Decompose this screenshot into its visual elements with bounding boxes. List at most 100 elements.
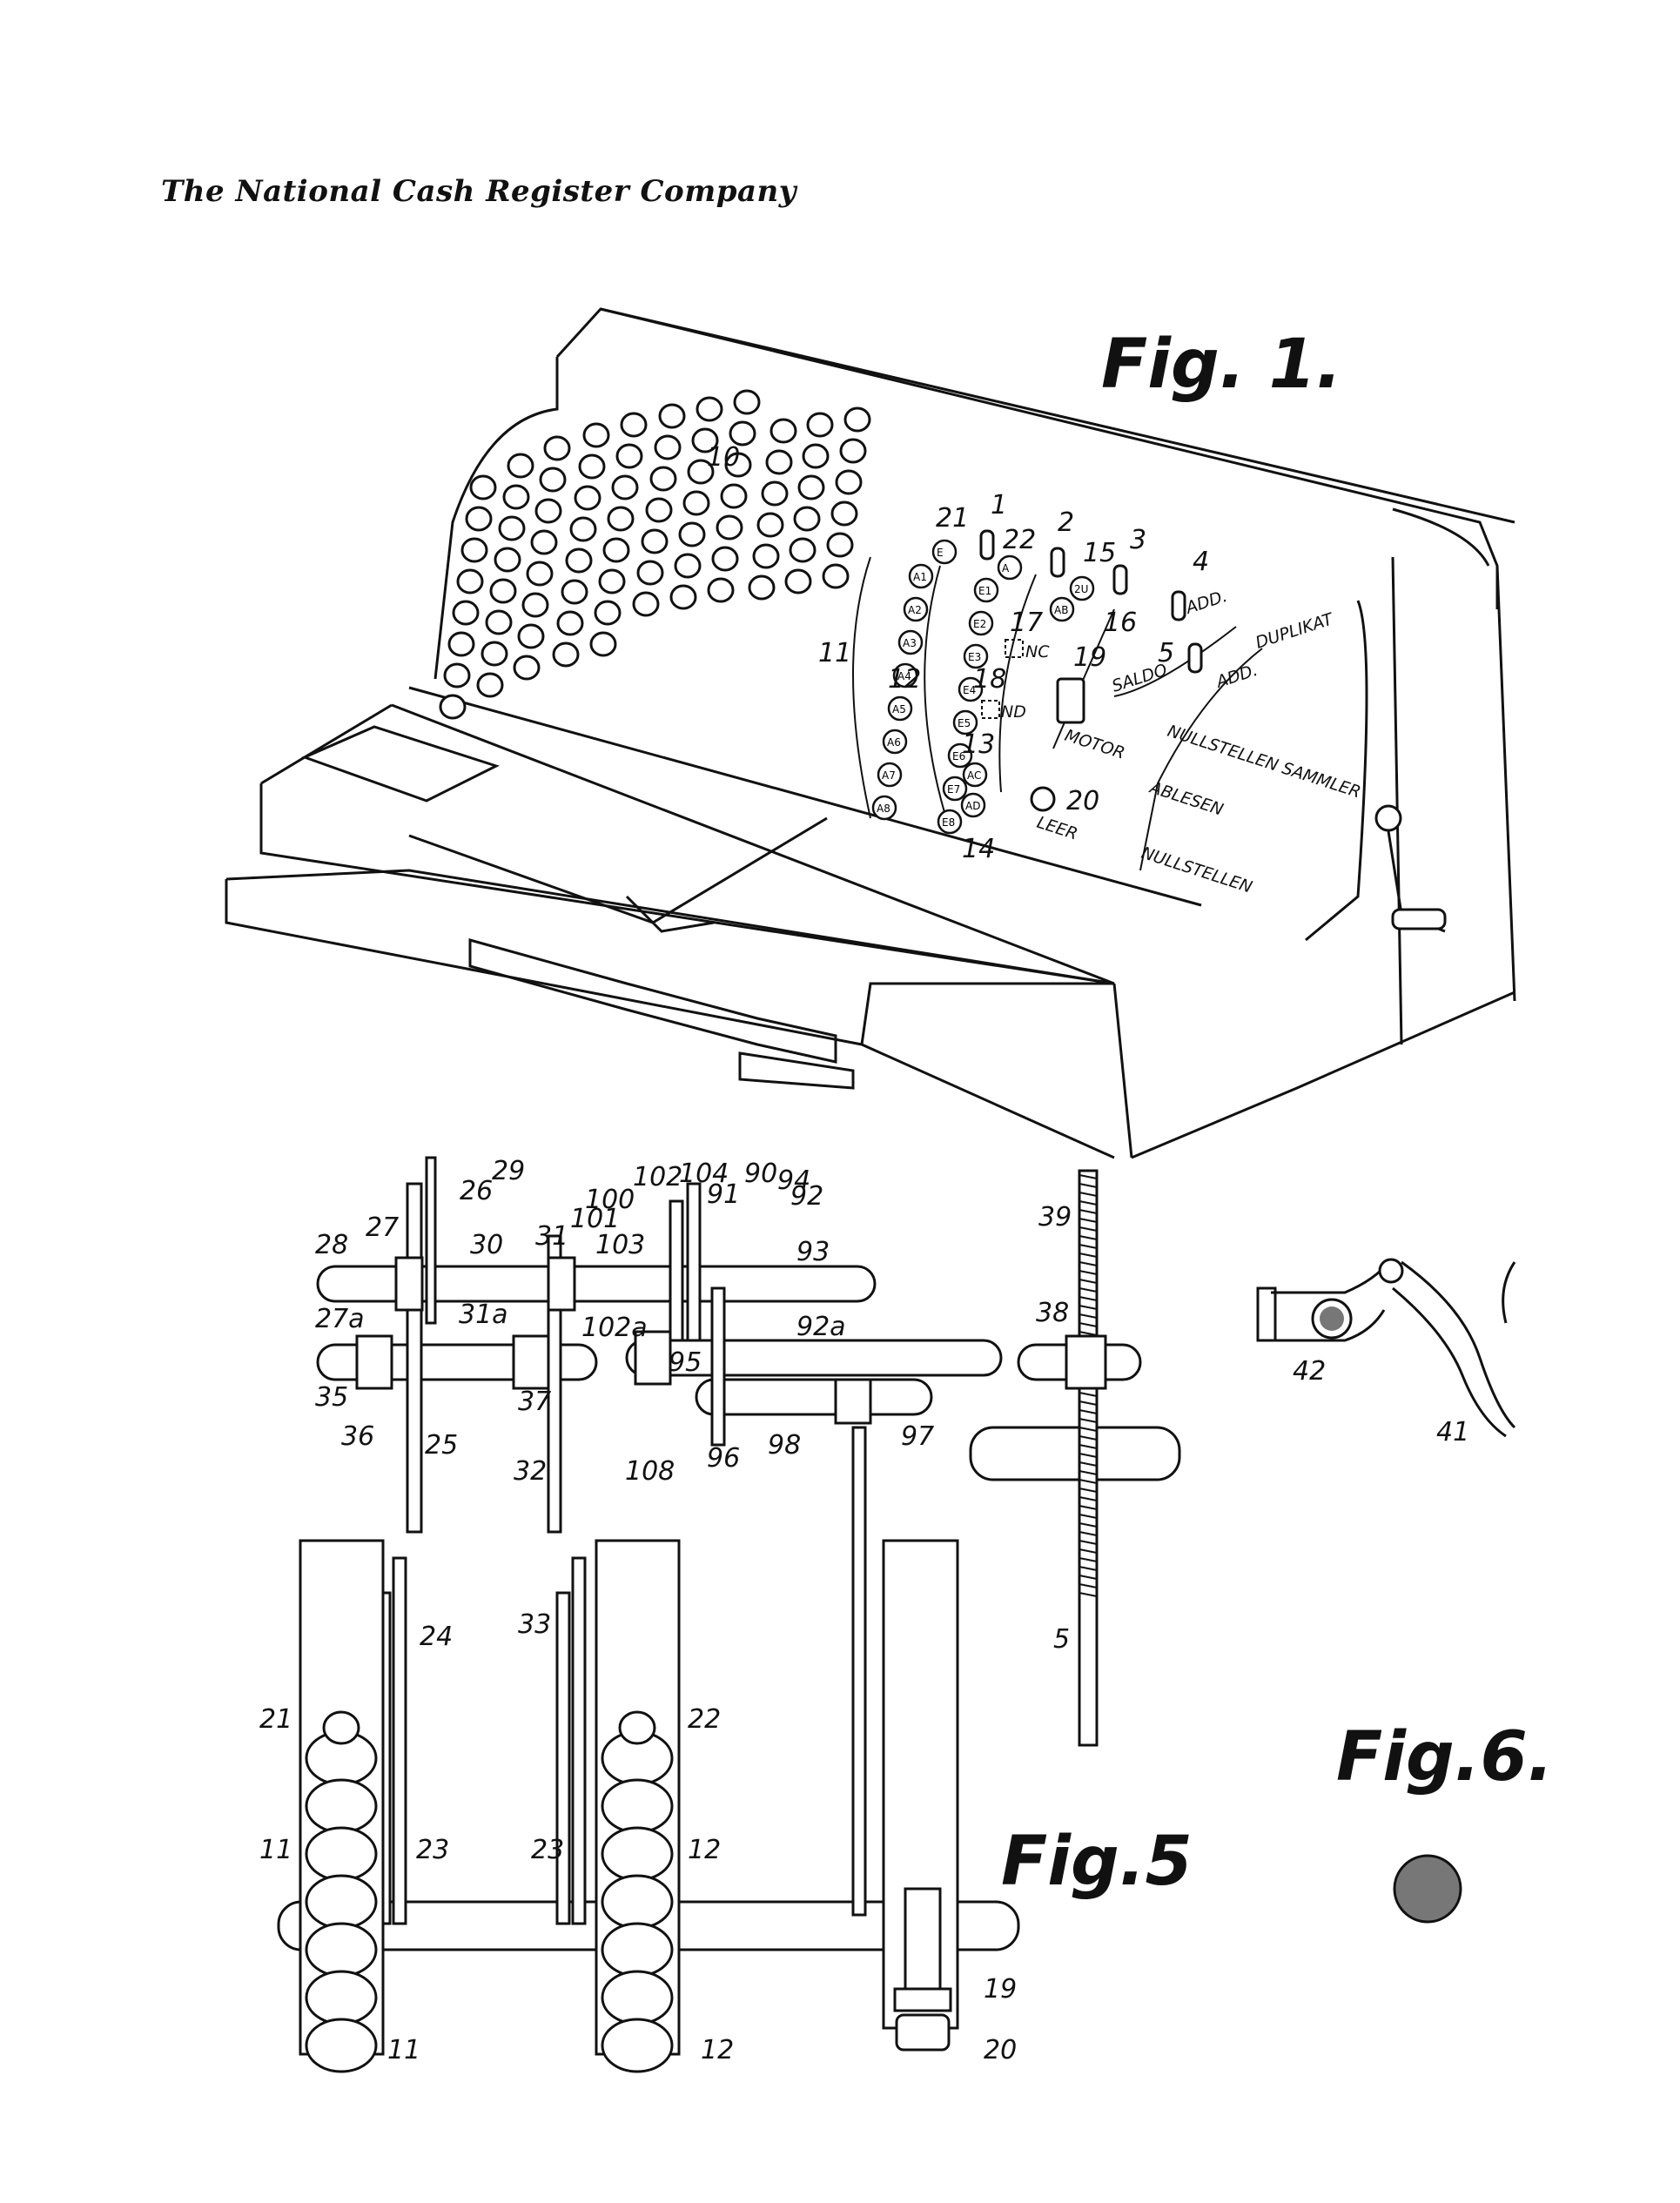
fig1-crank-handle: [1374, 804, 1447, 933]
ref-numeral: 98: [768, 1430, 801, 1461]
amount-key: [598, 568, 626, 594]
amount-key: [502, 484, 530, 510]
ref-numeral: 20: [1066, 786, 1099, 816]
label-motor: MOTOR: [1062, 726, 1126, 763]
fig6-title: Fig.6.: [1336, 1718, 1553, 1797]
amount-key: [636, 560, 664, 586]
ref-numeral: 19: [1073, 642, 1106, 673]
function-key-label: A: [1002, 562, 1010, 574]
ref-numeral: 36: [341, 1421, 374, 1452]
amount-key: [802, 443, 830, 469]
ref-numeral: 1: [991, 490, 1007, 521]
amount-key: [826, 532, 854, 558]
label-add-lower: ADD.: [1213, 661, 1260, 692]
ref-numeral: 23: [416, 1835, 449, 1865]
ref-numeral: 41: [1436, 1417, 1469, 1447]
ref-numeral: 102a: [581, 1313, 648, 1343]
ref-numeral: 24: [420, 1622, 453, 1652]
ref-numeral: 10: [707, 442, 740, 473]
wheel-hub: [618, 1710, 656, 1745]
amount-key: [724, 452, 752, 478]
function-key: [968, 610, 994, 636]
label-nullstellen: NULLSTELLEN: [1139, 843, 1254, 897]
amount-key: [589, 631, 617, 657]
amount-key: [654, 434, 682, 460]
ref-numeral: 2: [1058, 507, 1074, 538]
amount-key: [658, 403, 686, 429]
ref-numeral: 91: [707, 1179, 740, 1210]
amount-key: [489, 578, 517, 604]
amount-key: [789, 537, 816, 563]
amount-key: [669, 584, 697, 610]
amount-key: [765, 449, 793, 475]
ref-numeral: 22: [1003, 525, 1036, 555]
function-key-label: E2: [973, 618, 986, 630]
amount-key: [822, 563, 850, 589]
ref-numeral: 15: [1083, 538, 1116, 568]
function-key: [1049, 596, 1075, 622]
ref-numeral: 13: [962, 729, 995, 760]
function-key-label: A4: [897, 670, 911, 682]
amount-key: [843, 406, 871, 433]
number-wheel: [305, 1826, 378, 1882]
function-key: [962, 762, 988, 788]
number-wheel: [601, 1970, 674, 2025]
function-key-label: A2: [908, 604, 922, 616]
amount-key: [476, 672, 504, 698]
function-key: [947, 742, 973, 769]
amount-key: [716, 514, 743, 541]
ref-numeral: 102: [633, 1162, 682, 1192]
function-key: [973, 577, 999, 603]
ref-numeral: 5: [1053, 1624, 1070, 1655]
ref-numeral: 22: [688, 1704, 721, 1735]
amount-key: [645, 497, 673, 523]
function-key-label: E5: [958, 717, 971, 729]
amount-key: [830, 500, 858, 527]
ref-numeral: 11: [259, 1835, 292, 1865]
ref-numeral: 27: [366, 1212, 399, 1243]
number-wheel: [305, 1922, 378, 1978]
motor-key: [1056, 677, 1085, 724]
function-key-label: A8: [877, 803, 890, 815]
amount-key: [469, 474, 497, 500]
ref-numeral: 14: [962, 834, 995, 864]
function-key-label: A5: [892, 703, 906, 715]
amount-key: [480, 641, 508, 667]
ref-numeral: 33: [518, 1609, 551, 1640]
amount-key: [439, 694, 467, 720]
ref-numeral: 21: [259, 1704, 292, 1735]
ref-numeral: 12: [888, 664, 921, 695]
ref-numeral: 16: [1104, 608, 1137, 638]
amount-key: [611, 474, 639, 500]
function-key: [960, 792, 986, 818]
label-duplikat: DUPLIKAT: [1253, 609, 1336, 653]
function-key: [963, 643, 989, 669]
number-wheel: [601, 1922, 674, 1978]
amount-key: [729, 420, 756, 447]
number-wheel: [601, 1826, 674, 1882]
function-key-label: E: [937, 547, 944, 559]
amount-key: [793, 506, 821, 532]
amount-key: [565, 547, 593, 574]
ref-numeral: 25: [425, 1430, 458, 1461]
function-key-label: A7: [882, 769, 896, 782]
ref-numeral: 97: [901, 1421, 934, 1452]
function-key-label: A3: [903, 637, 917, 649]
amount-key: [696, 396, 723, 422]
amount-key: [552, 641, 580, 668]
amount-key: [835, 469, 863, 495]
function-key-label: E6: [952, 750, 965, 762]
label-add-upper: ADD.: [1182, 587, 1230, 618]
label-nd: ND: [1001, 702, 1026, 722]
ref-numeral: 29: [492, 1156, 525, 1186]
amount-key: [761, 480, 789, 507]
ref-numeral: 39: [1038, 1202, 1072, 1232]
function-key: [908, 563, 934, 589]
amount-key: [513, 655, 541, 681]
amount-key: [534, 498, 562, 524]
amount-key: [578, 453, 606, 480]
amount-key: [620, 412, 648, 438]
